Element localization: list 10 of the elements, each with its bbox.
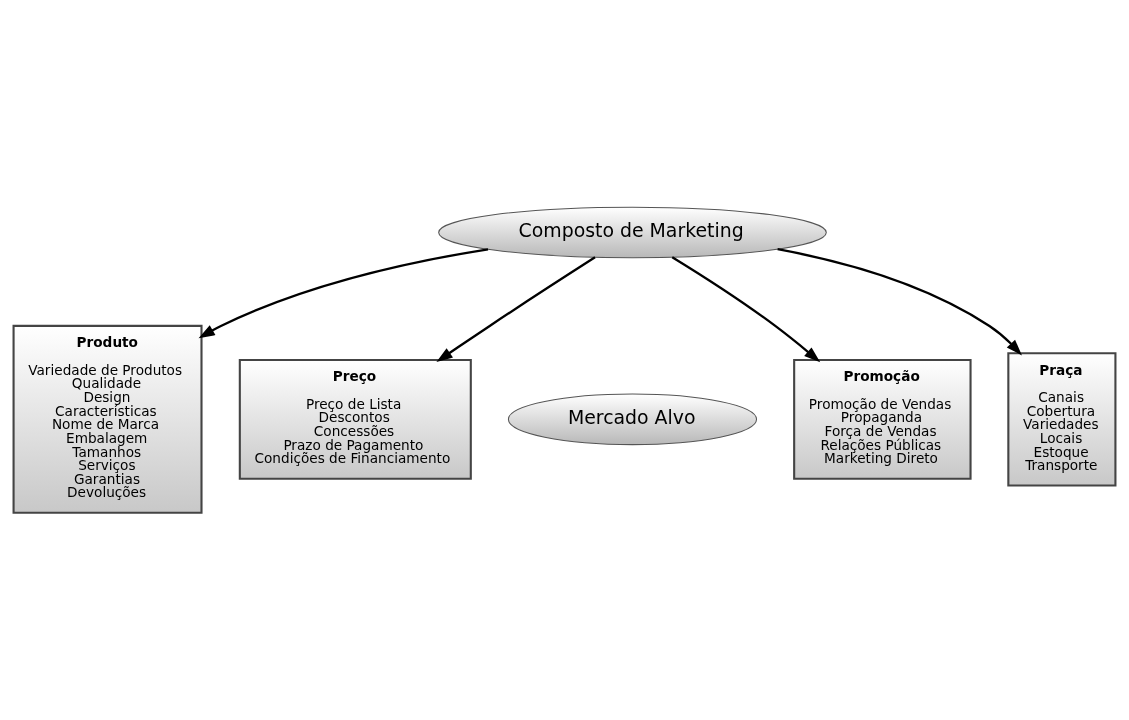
arrow	[198, 248, 489, 339]
node-ellipse: Mercado Alvo	[507, 393, 758, 446]
node-ellipse: Composto de Marketing	[438, 206, 827, 259]
arrow	[436, 256, 596, 362]
node-box: Produto Variedade de Produtos Qualidade Design Características Nome de Marca Embalagem Tamanhos Serviços Garantias Devoluções	[12, 324, 203, 514]
arrow	[777, 248, 1022, 356]
node-box: Preço Preço de Lista Descontos Concessões Prazo de Pagamento Condições de Financiamento	[238, 359, 472, 480]
node-box: Promoção Promoção de Vendas Propaganda Força de Vendas Relações Públicas Marketing Direto	[793, 359, 972, 480]
node-box: Praça Canais Cobertura Variedades Locais Estoque Transporte	[1007, 352, 1117, 487]
arrow	[671, 256, 821, 363]
